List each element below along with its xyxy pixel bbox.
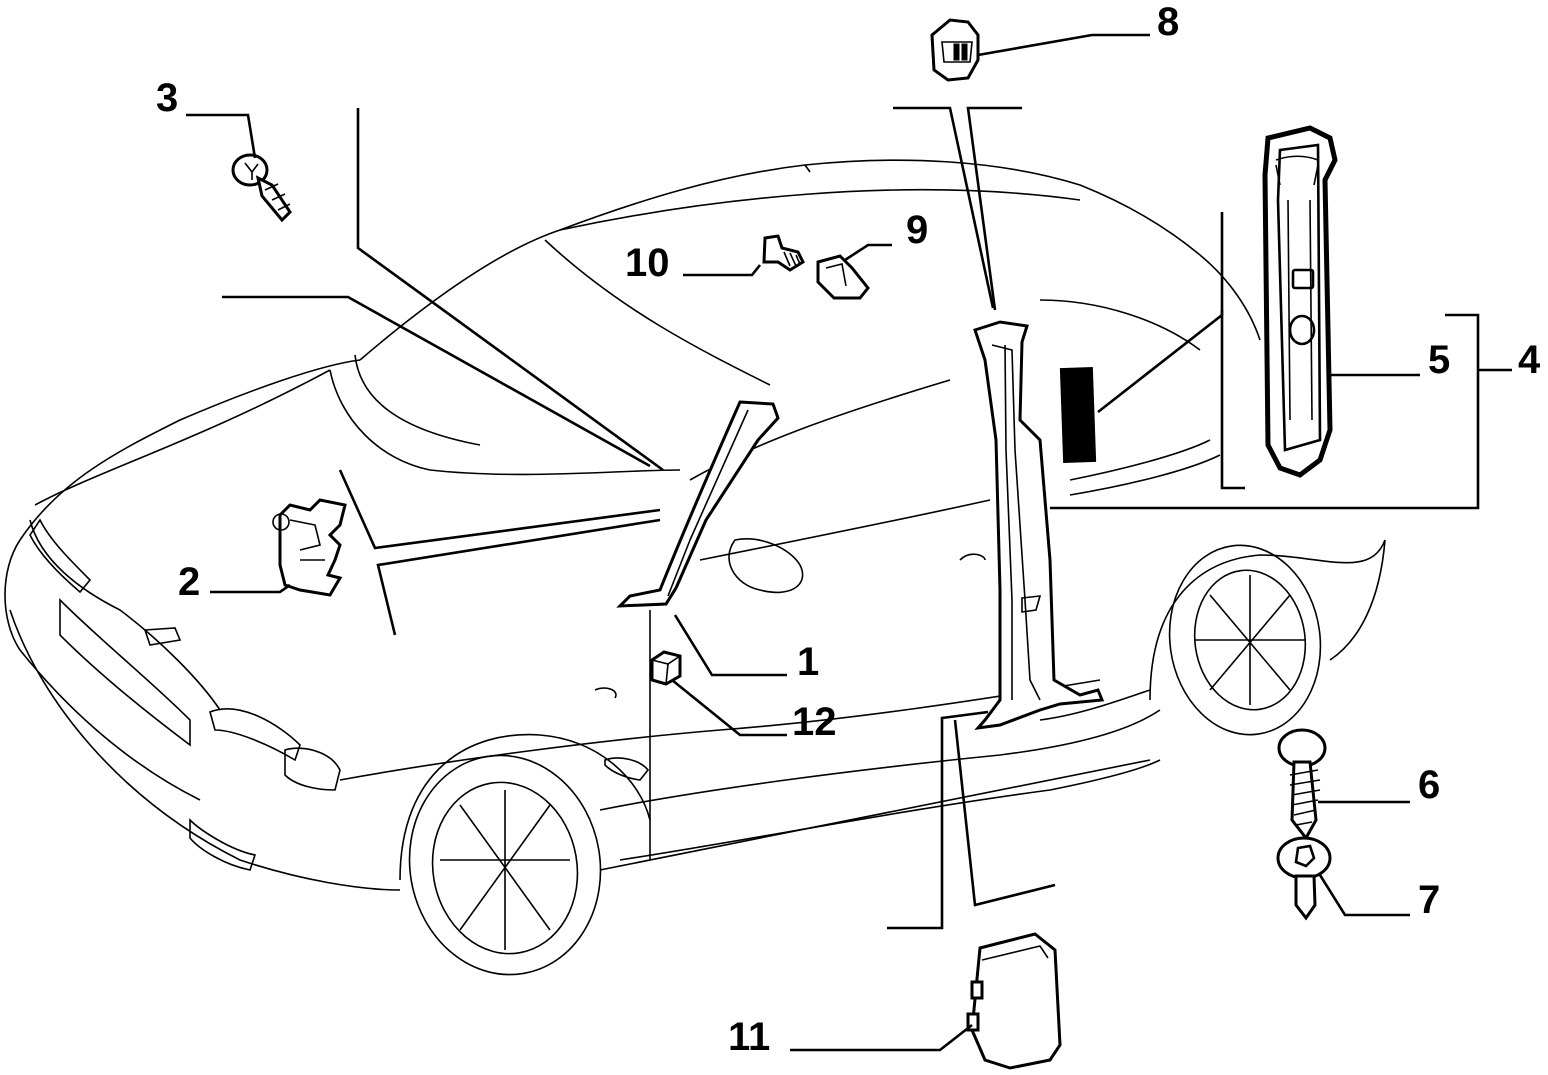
- car-body-outline: [4, 159, 1386, 976]
- callout-12: 12: [792, 700, 837, 744]
- callout-1: 1: [797, 640, 820, 684]
- callout-3: 3: [156, 76, 179, 120]
- callout-7: 7: [1418, 878, 1441, 922]
- cover-cap-part: [966, 932, 1062, 1070]
- callout-2: 2: [178, 560, 201, 604]
- retainer-clip-part: [930, 18, 980, 82]
- trim-clip-part: [816, 254, 870, 300]
- small-block-part: [650, 650, 682, 686]
- push-clip-part: [1277, 728, 1327, 841]
- leader-lines: [186, 33, 1512, 1052]
- b-pillar-trim-part: [973, 320, 1105, 731]
- screw-part: [231, 153, 292, 223]
- callout-9: 9: [906, 208, 929, 252]
- upper-trim-panel-part: [1262, 125, 1338, 478]
- callout-6: 6: [1418, 763, 1441, 807]
- bolt-part: [762, 234, 805, 272]
- callout-11: 11: [728, 1015, 771, 1059]
- callout-10: 10: [625, 241, 670, 285]
- callout-8: 8: [1157, 0, 1180, 44]
- callout-4: 4: [1518, 338, 1541, 382]
- bracket-clip-part: [272, 498, 347, 597]
- a-pillar-trim-part: [616, 400, 780, 608]
- callout-5: 5: [1428, 338, 1451, 382]
- b-pillar-seal-strip: [1059, 366, 1097, 464]
- flange-screw-part: [1276, 836, 1332, 921]
